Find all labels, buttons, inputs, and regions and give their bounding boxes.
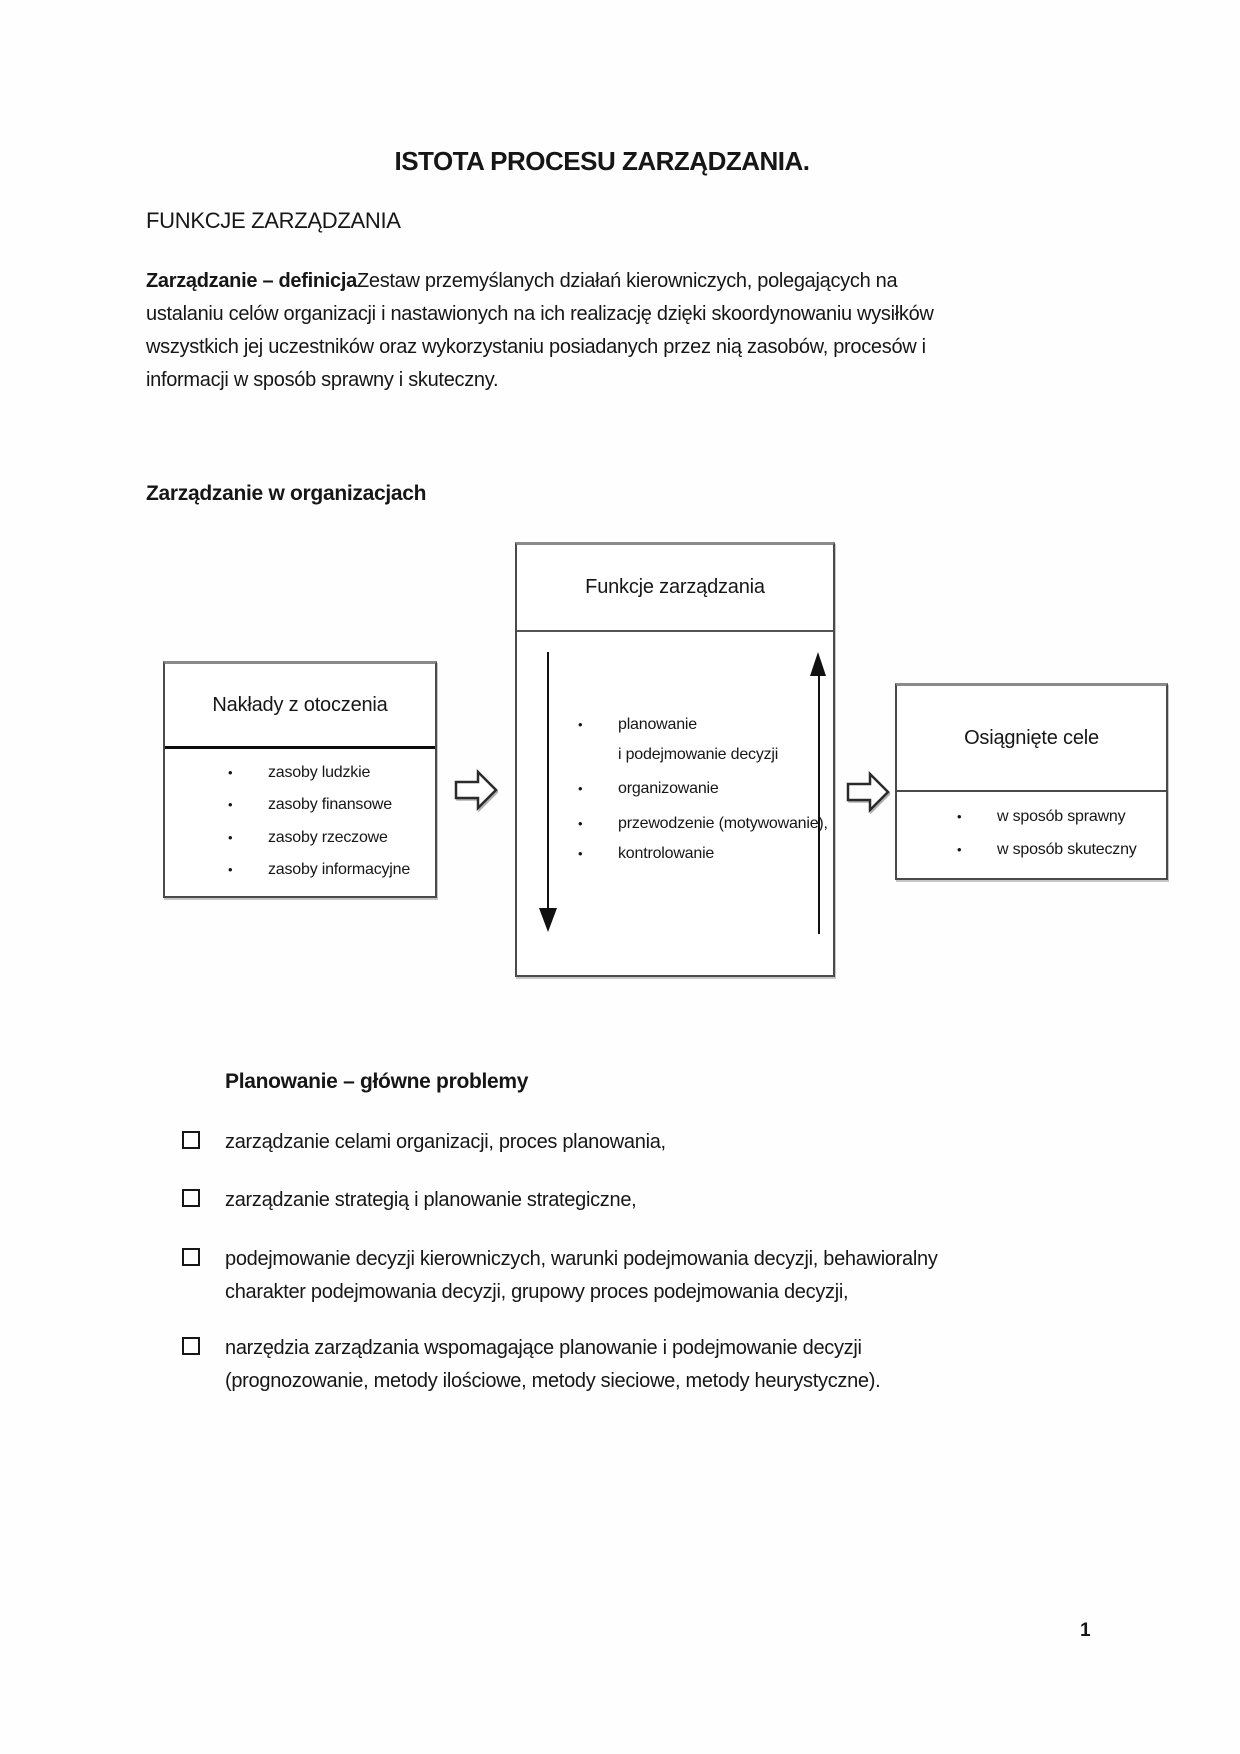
functions-box-title: Funkcje zarządzania bbox=[517, 545, 833, 632]
bullet-dot-icon: • bbox=[578, 717, 583, 732]
bullet-dot-icon: • bbox=[228, 862, 233, 877]
bullet-dot-icon: • bbox=[228, 830, 233, 845]
definition-line: informacji w sposób sprawny i skuteczny. bbox=[146, 369, 499, 391]
bullet-dot-icon: • bbox=[578, 846, 583, 861]
up-arrow-line bbox=[818, 675, 820, 934]
definition-line: Zarządzanie – definicjaZestaw przemyślan… bbox=[146, 270, 898, 292]
list-item: • organizowanie bbox=[578, 780, 719, 797]
list-item: • w sposób skuteczny bbox=[957, 841, 1137, 858]
bullet-dot-icon: • bbox=[957, 842, 962, 857]
functions-box: Funkcje zarządzania • planowanie i podej… bbox=[515, 542, 835, 977]
bullet-dot-icon: • bbox=[228, 765, 233, 780]
list-item: • przewodzenie (motywowanie), bbox=[578, 815, 828, 832]
list-item: • zasoby informacyjne bbox=[228, 861, 411, 878]
list-item: • planowanie bbox=[578, 716, 697, 733]
list-item-continuation: i podejmowanie decyzji bbox=[618, 746, 779, 763]
right-block-arrow-icon bbox=[846, 770, 890, 814]
page-title: ISTOTA PROCESU ZARZĄDZANIA. bbox=[394, 146, 810, 176]
bullet-dot-icon: • bbox=[957, 809, 962, 824]
definition-line: ustalaniu celów organizacji i nastawiony… bbox=[146, 303, 934, 325]
bullet-dot-icon: • bbox=[578, 781, 583, 796]
diagram-heading: Zarządzanie w organizacjach bbox=[146, 482, 427, 505]
checklist-item: zarządzanie strategią i planowanie strat… bbox=[182, 1184, 637, 1217]
down-arrow-line bbox=[547, 652, 549, 910]
bullet-dot-icon: • bbox=[228, 797, 233, 812]
checkbox-icon bbox=[182, 1248, 200, 1266]
definition-line: wszystkich jej uczestników oraz wykorzys… bbox=[146, 336, 926, 358]
right-block-arrow-icon bbox=[454, 768, 498, 812]
definition-paragraph: Zarządzanie – definicjaZestaw przemyślan… bbox=[146, 265, 934, 397]
inputs-box-title: Nakłady z otoczenia bbox=[165, 664, 435, 749]
section-heading-funkcje: FUNKCJE ZARZĄDZANIA bbox=[146, 208, 401, 233]
checklist-item: narzędzia zarządzania wspomagające plano… bbox=[182, 1332, 881, 1398]
bullet-dot-icon: • bbox=[578, 816, 583, 831]
list-item: • kontrolowanie bbox=[578, 845, 715, 862]
goals-box-title: Osiągnięte cele bbox=[897, 686, 1166, 792]
page-number: 1 bbox=[1080, 1620, 1091, 1641]
list-item: • zasoby rzeczowe bbox=[228, 829, 388, 846]
list-item: • zasoby ludzkie bbox=[228, 764, 371, 781]
inputs-box: Nakłady z otoczenia • zasoby ludzkie • z… bbox=[163, 661, 437, 898]
list-item: • zasoby finansowe bbox=[228, 796, 392, 813]
planning-heading: Planowanie – główne problemy bbox=[225, 1070, 529, 1093]
up-arrow-icon bbox=[810, 652, 826, 676]
definition-lead: Zarządzanie – definicja bbox=[146, 270, 357, 292]
goals-box: Osiągnięte cele • w sposób sprawny • w s… bbox=[895, 683, 1168, 880]
checkbox-icon bbox=[182, 1189, 200, 1207]
checklist-item: zarządzanie celami organizacji, proces p… bbox=[182, 1126, 666, 1159]
checklist-item: podejmowanie decyzji kierowniczych, waru… bbox=[182, 1243, 938, 1309]
checkbox-icon bbox=[182, 1131, 200, 1149]
down-arrow-icon bbox=[539, 908, 557, 932]
list-item: • w sposób sprawny bbox=[957, 808, 1126, 825]
checkbox-icon bbox=[182, 1337, 200, 1355]
